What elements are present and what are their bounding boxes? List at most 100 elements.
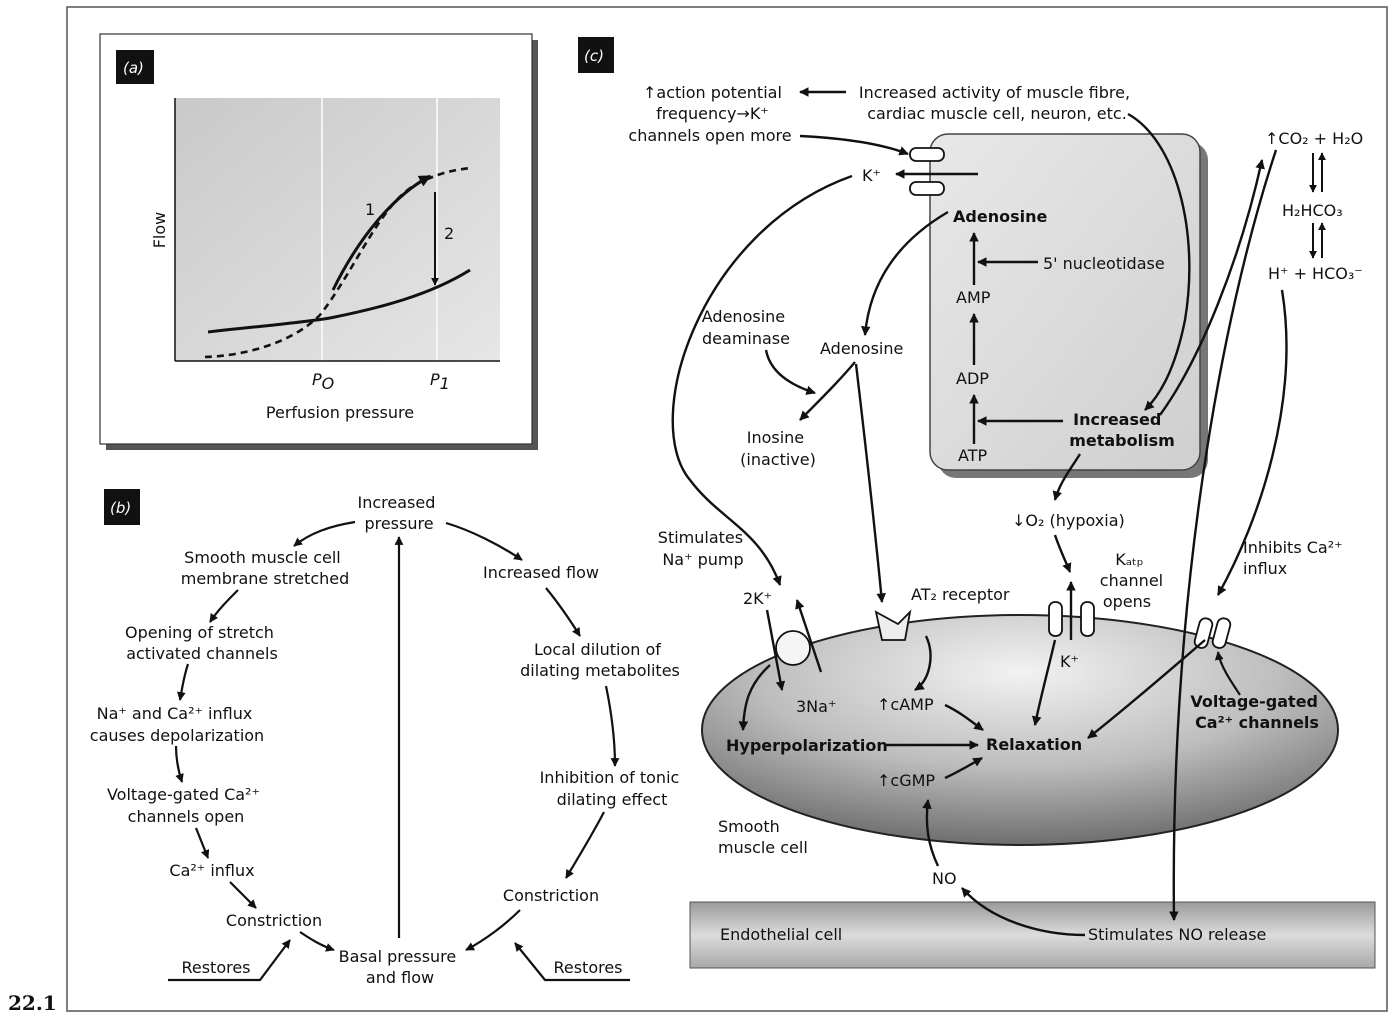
arrow-pump-3na-out: [765, 609, 786, 691]
at2-receptor: AT₂ receptor: [911, 585, 1010, 604]
two-k-plus: 2K⁺: [743, 589, 772, 608]
increased-flow: Increased flow: [483, 563, 599, 582]
no-label: NO: [932, 869, 957, 888]
arrow-b3: [176, 663, 190, 701]
restores-left-pointer: [168, 939, 291, 982]
tick-p1: P1: [430, 370, 450, 393]
arrow-h-to-ca-channel: [1216, 289, 1288, 596]
ca-influx: Ca²⁺ influx: [169, 861, 254, 880]
x-axis-label: Perfusion pressure: [266, 403, 414, 422]
inhibits-ca-influx: Inhibits Ca²⁺ influx: [1243, 538, 1348, 578]
arrow-camp-relaxation: [944, 703, 984, 731]
constriction-right: Constriction: [503, 886, 599, 905]
o2-hypoxia: ↓O₂ (hypoxia): [1012, 511, 1125, 530]
arrow-no-cgmp: [922, 799, 940, 867]
stimulates-na-pump: Stimulates Na⁺ pump: [658, 528, 748, 569]
arrow-adenosine-out: [861, 210, 949, 336]
arrow-hypoxia-katp: [1053, 534, 1072, 573]
co2-h2o: ↑CO₂ + H₂O: [1265, 129, 1363, 148]
stimulates-no-release: Stimulates NO release: [1088, 925, 1266, 944]
passive-flow-curve: [204, 166, 471, 359]
influx-depolarization: Na⁺ and Ca²⁺ influx causes depolarizatio…: [90, 704, 264, 745]
arrow-endothelium-no: [961, 887, 1086, 937]
panel-c-tag-label: (c): [584, 47, 604, 65]
k-channel-top: [909, 147, 945, 162]
arrow-adenosine-inosine: [799, 361, 856, 421]
arrow-b8: [445, 521, 523, 561]
at2-receptor-shape: [874, 609, 912, 641]
camp: ↑cAMP: [877, 695, 934, 714]
arrow-b9: [545, 587, 581, 637]
panel-c: (c) Endothelial cell Stimulates NO relea…: [578, 37, 1376, 969]
arrow-b4: [174, 745, 184, 783]
local-dilution: Local dilution of dilating metabolites: [520, 640, 680, 680]
restores-right-pointer: [514, 942, 630, 982]
voltage-gated-ca-channel: [1193, 617, 1232, 649]
adenosine-deaminase: Adenosine deaminase: [702, 307, 790, 348]
adp: ADP: [956, 369, 989, 388]
panel-c-tag: [578, 37, 614, 73]
arrow-b6: [229, 881, 257, 909]
arrow-pump-hyperpolarization: [738, 664, 771, 731]
atp: ATP: [958, 446, 987, 465]
h-hco3: H⁺ + HCO₃⁻: [1268, 264, 1363, 283]
equilibrium-arrows-2: [1309, 222, 1326, 259]
amp: AMP: [956, 288, 991, 307]
arrow-activity-to-metabolism: [1127, 112, 1191, 411]
arrow-b1: [293, 520, 356, 547]
panel-b-tag-label: (b): [110, 499, 131, 517]
hyperpolarization: Hyperpolarization: [726, 736, 888, 755]
restores-left: Restores: [181, 958, 250, 977]
arrow-cgmp-relaxation: [944, 756, 983, 780]
increased-activity-text: Increased activity of muscle fibre, card…: [859, 83, 1135, 123]
inosine-inactive: Inosine (inactive): [740, 428, 816, 469]
arrow-b12: [465, 909, 521, 951]
arrow-b7: [299, 931, 335, 952]
smooth-muscle-cell-body: [701, 614, 1339, 846]
arrow-deaminase: [764, 349, 816, 395]
arrow-k-to-pump: [671, 174, 853, 586]
arrow-metabolism-hypoxia: [1052, 453, 1082, 501]
arrow-metabolism-co2: [1159, 159, 1265, 416]
adenosine-inner: Adenosine: [953, 207, 1047, 226]
basal-pressure-flow: Basal pressure and flow: [339, 947, 462, 987]
arrow-co2-to-endothelium: [1169, 149, 1278, 921]
arrow-at2-camp: [914, 635, 932, 691]
k-plus-cell: K⁺: [1060, 652, 1079, 671]
arrow-ca-relaxation: [1087, 639, 1206, 739]
adenosine-outer: Adenosine: [820, 339, 903, 358]
arrow-k-relaxation: [1031, 639, 1057, 726]
cgmp: ↑cGMP: [877, 771, 935, 790]
arrow-1: [331, 174, 432, 291]
panel-a-tag-label: (a): [123, 59, 144, 77]
arrow-b11: [565, 811, 605, 879]
constriction-left: Constriction: [226, 911, 322, 930]
k-plus-top: K⁺: [862, 166, 881, 185]
panel-a-tag: [116, 50, 154, 84]
inhibition-tonic: Inhibition of tonic dilating effect: [540, 768, 685, 809]
endothelial-strip: [689, 901, 1376, 969]
autoregulated-flow-curve: [207, 268, 471, 334]
arrow-adenosine-at2: [854, 363, 886, 603]
three-na-plus: 3Na⁺: [796, 697, 836, 716]
label-1: 1: [365, 200, 375, 219]
pointer-voltage-gated: [1214, 651, 1241, 696]
arrow-b10: [604, 685, 620, 767]
na-k-pump: [775, 630, 811, 666]
action-potential-text: ↑action potential frequency→K⁺ channels …: [628, 83, 791, 145]
voltage-gated-ca-channels: Voltage-gated Ca²⁺ channels: [1190, 692, 1323, 732]
smooth-muscle-cell-label: Smooth muscle cell: [718, 817, 808, 857]
label-2: 2: [444, 224, 454, 243]
relaxation: Relaxation: [986, 735, 1082, 754]
equilibrium-arrows-1: [1309, 152, 1326, 193]
panel-a: (a) Flow Perfusion pressure PO P1 1 2: [99, 33, 538, 450]
katp-channel: [1048, 601, 1095, 637]
panel-b-tag: [104, 489, 140, 525]
restores-right: Restores: [553, 958, 622, 977]
endothelial-cell-label: Endothelial cell: [720, 925, 842, 944]
panel-b: (b) Increased pressure Smooth muscle cel…: [90, 489, 685, 987]
increased-pressure: Increased pressure: [358, 493, 441, 533]
arrow-b5: [194, 827, 210, 859]
nucleotidase: 5' nucleotidase: [1043, 254, 1165, 273]
